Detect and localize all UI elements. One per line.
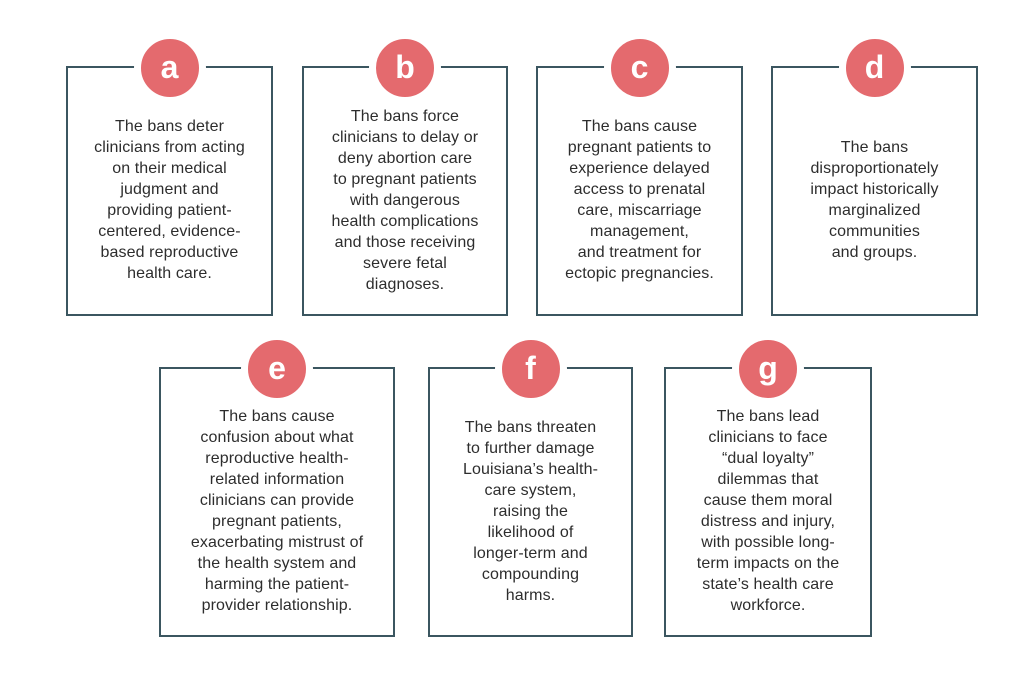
badge-letter-g: g (758, 350, 778, 386)
card-c: c The bans cause pregnant patients to ex… (536, 32, 743, 316)
card-text-b: The bans force clinicians to delay or de… (331, 107, 479, 293)
card-a: a The bans deter clinicians from acting … (66, 32, 273, 316)
card-text-g: The bans lead clinicians to face “dual l… (696, 408, 840, 614)
card-e: e The bans cause confusion about what re… (159, 333, 395, 637)
card-f: f The bans threaten to further damage Lo… (428, 333, 633, 637)
badge-g: g (732, 333, 804, 405)
badge-e: e (241, 333, 313, 405)
badge-letter-a: a (160, 49, 179, 85)
badge-a: a (133, 32, 206, 104)
card-b: b The bans force clinicians to delay or … (302, 32, 508, 316)
badge-letter-c: c (630, 49, 649, 85)
badge-letter-e: e (268, 350, 286, 386)
card-text-c: The bans cause pregnant patients to expe… (565, 118, 714, 282)
badge-b: b (369, 32, 441, 104)
badge-letter-f: f (525, 350, 536, 386)
badge-d: d (838, 32, 911, 104)
card-text-d: The bans disproportionately impact histo… (810, 139, 939, 261)
card-text-a: The bans deter clinicians from acting on… (94, 118, 245, 282)
badge-letter-b: b (395, 49, 415, 85)
card-d: d The bans disproportionately impact his… (771, 32, 978, 316)
card-text-e: The bans cause confusion about what repr… (190, 408, 364, 614)
card-text-f: The bans threaten to further damage Loui… (462, 418, 599, 604)
badge-letter-d: d (864, 49, 885, 85)
badge-c: c (603, 32, 676, 104)
badge-f: f (494, 333, 567, 405)
card-g: g The bans lead clinicians to face “dual… (664, 333, 872, 637)
